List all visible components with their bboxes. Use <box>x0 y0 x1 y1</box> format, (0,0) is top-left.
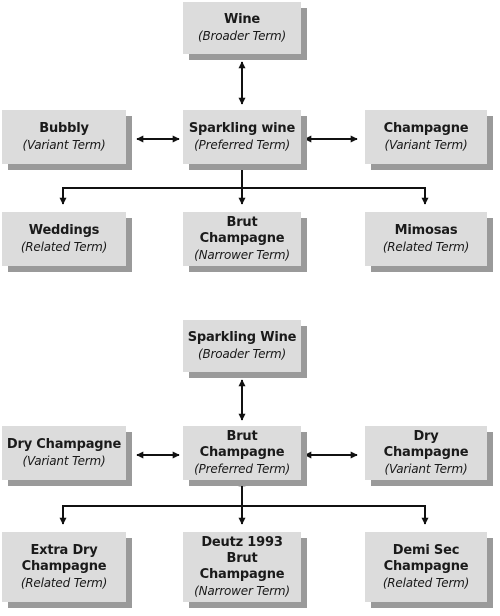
node-title: Mimosas <box>394 223 458 238</box>
node-title: Dry Champagne <box>6 437 122 452</box>
node-role: (Broader Term) <box>197 29 287 43</box>
node-variant-term-right-2: Dry Champagne (Variant Term) <box>365 426 487 480</box>
node-variant-term-left-2: Dry Champagne (Variant Term) <box>2 426 126 480</box>
node-preferred-term: Sparkling wine (Preferred Term) <box>183 110 301 164</box>
node-role: (Variant Term) <box>384 462 468 476</box>
node-title: Deutz 1993 Brut Champagne <box>199 535 285 582</box>
node-narrower-term-2: Deutz 1993 Brut Champagne (Narrower Term… <box>183 532 301 602</box>
connector-related-right-2 <box>242 505 429 525</box>
node-title: Wine <box>223 12 261 27</box>
node-variant-term-right: Champagne (Variant Term) <box>365 110 487 164</box>
node-title: Sparkling Wine <box>187 330 297 345</box>
node-role: (Variant Term) <box>22 138 106 152</box>
node-related-term-right-2: Demi Sec Champagne (Related Term) <box>365 532 487 602</box>
node-title: Brut Champagne <box>199 215 285 246</box>
node-title: Champagne <box>383 121 469 136</box>
node-related-term-left-2: Extra Dry Champagne (Related Term) <box>2 532 126 602</box>
node-role: (Related Term) <box>382 240 470 254</box>
node-related-term-left: Weddings (Related Term) <box>2 212 126 266</box>
node-title: Dry Champagne <box>383 429 469 460</box>
node-title: Bubbly <box>39 121 89 136</box>
node-title: Sparkling wine <box>188 121 296 136</box>
node-narrower-term: Brut Champagne (Narrower Term) <box>183 212 301 266</box>
node-role: (Related Term) <box>20 576 108 590</box>
node-title: Demi Sec Champagne <box>383 543 469 574</box>
node-variant-term-left: Bubbly (Variant Term) <box>2 110 126 164</box>
node-title: Brut Champagne <box>199 429 285 460</box>
node-role: (Preferred Term) <box>194 138 290 152</box>
node-broader-term: Wine (Broader Term) <box>183 2 301 54</box>
node-related-term-right: Mimosas (Related Term) <box>365 212 487 266</box>
node-title: Weddings <box>28 223 100 238</box>
node-role: (Related Term) <box>20 240 108 254</box>
connector-related-right <box>242 187 429 205</box>
connector-related-left <box>59 187 242 205</box>
node-role: (Preferred Term) <box>194 462 290 476</box>
node-broader-term-2: Sparkling Wine (Broader Term) <box>183 320 301 372</box>
node-title: Extra Dry Champagne <box>21 543 107 574</box>
node-role: (Variant Term) <box>384 138 468 152</box>
connector-related-left-2 <box>59 505 242 525</box>
node-role: (Broader Term) <box>197 347 287 361</box>
node-role: (Narrower Term) <box>194 248 290 262</box>
node-preferred-term-2: Brut Champagne (Preferred Term) <box>183 426 301 480</box>
node-role: (Narrower Term) <box>194 584 290 598</box>
node-role: (Related Term) <box>382 576 470 590</box>
node-role: (Variant Term) <box>22 454 106 468</box>
